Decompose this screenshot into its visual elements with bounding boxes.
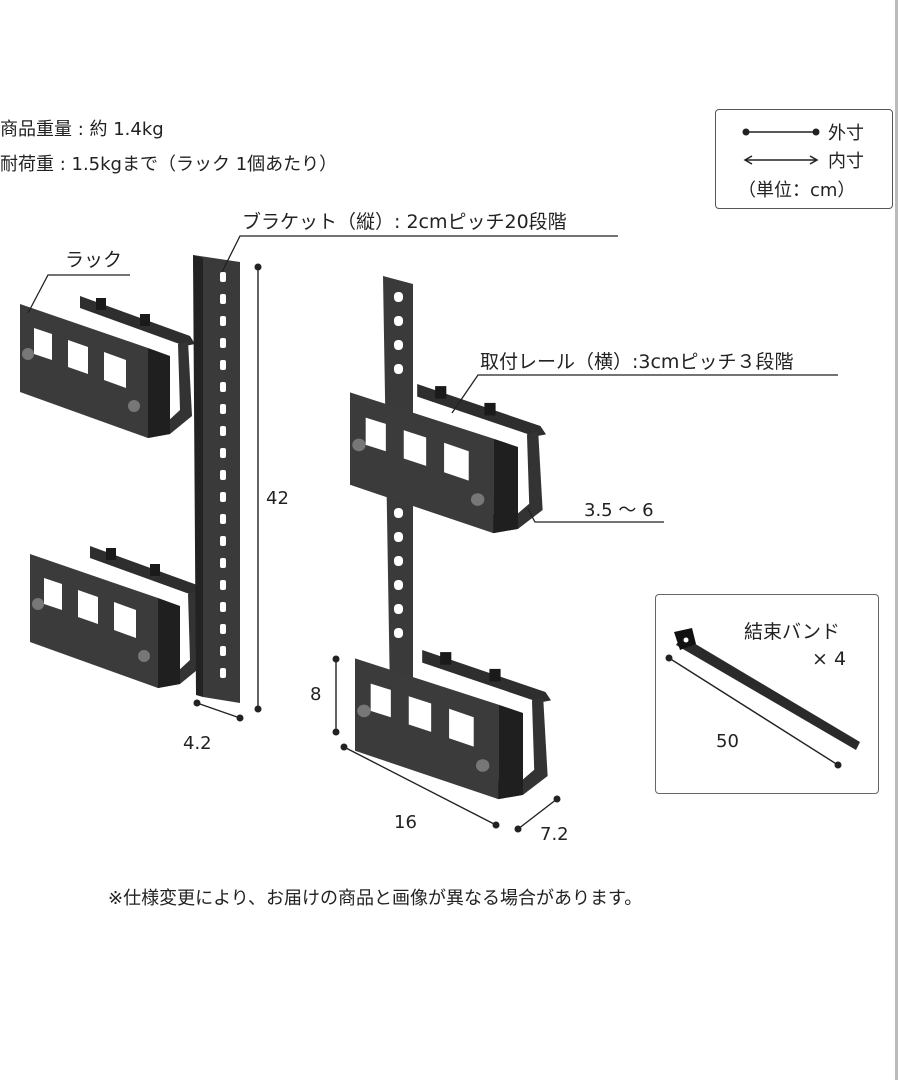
load-spec: 耐荷重 : 1.5kgまで（ラック 1個あたり）	[0, 154, 338, 175]
bracket-height-value: 42	[266, 488, 289, 509]
legend-unit-label: （単位：cm）	[738, 180, 856, 201]
rack-inner-range-value: 3.5 ～ 6	[584, 500, 654, 521]
inner-dimension-icon	[743, 155, 819, 165]
rack-depth-line	[517, 798, 558, 830]
bracket-width-line	[196, 702, 241, 719]
legend-outer-label: 外寸	[828, 123, 864, 144]
left-bracket	[193, 255, 240, 703]
band-length-value: 50	[716, 731, 739, 752]
rack-height-value: 8	[310, 684, 322, 705]
bracket-width-value: 4.2	[183, 733, 212, 754]
right-lower-rack	[355, 650, 551, 800]
disclaimer-note: ※仕様変更により、お届けの商品と画像が異なる場合があります。	[108, 888, 643, 909]
rail-leader	[451, 374, 838, 414]
cable-tie-icon	[674, 628, 860, 750]
legend-icons	[742, 128, 820, 165]
outer-dimension-icon	[742, 128, 820, 136]
rack-label: ラック	[65, 249, 123, 271]
left-lower-rack	[30, 546, 205, 688]
dimension-lines	[196, 267, 558, 830]
bracket-label: ブラケット（縦）: 2cmピッチ20段階	[242, 211, 567, 233]
legend-box: 外寸 内寸 （単位：cm）	[715, 109, 893, 209]
weight-spec: 商品重量 : 約 1.4kg	[0, 119, 164, 140]
left-upper-rack	[20, 296, 195, 438]
right-upper-rack	[350, 384, 546, 534]
rack-length-line	[343, 746, 497, 826]
cable-tie-title: 結束バンド	[744, 621, 840, 643]
legend-inner-label: 内寸	[828, 151, 864, 172]
band-length-line	[668, 657, 839, 766]
rail-label: 取付レール（横）:3cmピッチ３段階	[480, 351, 794, 373]
rack-length-value: 16	[394, 812, 417, 833]
cable-tie-count: × 4	[812, 648, 847, 670]
rack-depth-value: 7.2	[540, 824, 569, 845]
cable-tie-box	[655, 594, 879, 794]
rack-leader	[27, 274, 130, 314]
bracket-leader	[221, 235, 618, 273]
rack-inner-leader	[527, 508, 664, 523]
page-edge	[895, 0, 898, 1080]
dimension-endpoints	[193, 263, 561, 833]
